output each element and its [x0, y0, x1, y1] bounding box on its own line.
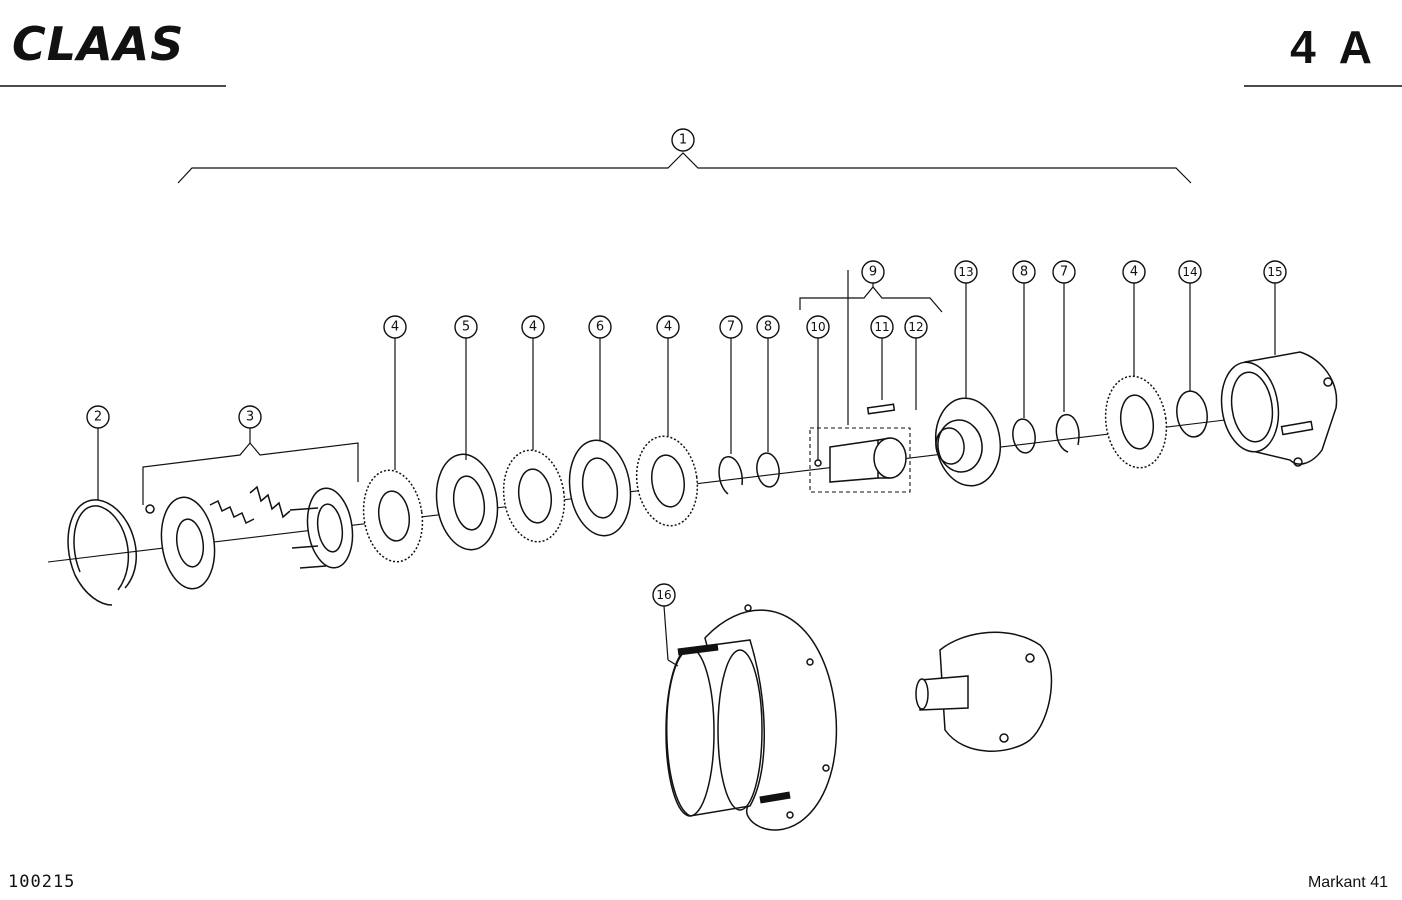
callout-14: 14 [1178, 260, 1202, 284]
svg-text:CLAAS: CLAAS [12, 18, 184, 66]
part-friction-disc-2 [502, 338, 566, 543]
part-ring-2 [1012, 283, 1036, 454]
svg-text:3: 3 [246, 410, 254, 425]
callout-4d: 4 [1122, 260, 1146, 284]
svg-text:15: 15 [1267, 265, 1282, 279]
callout-1: 1 [671, 128, 695, 152]
callout-4b: 4 [521, 315, 545, 339]
part-pressure-plate [435, 338, 499, 551]
svg-text:8: 8 [1020, 265, 1028, 280]
callout-11: 11 [870, 315, 894, 339]
svg-text:16: 16 [656, 588, 671, 602]
part-protective-shield [663, 604, 838, 831]
svg-text:10: 10 [810, 320, 825, 334]
assembly-axis [47, 419, 1226, 563]
part-friction-disc-4 [1104, 283, 1168, 469]
callout-16: 16 [652, 583, 676, 607]
part-friction-disc-3 [635, 338, 699, 527]
part-seal-ring [1176, 283, 1208, 438]
callout-7b: 7 [1052, 260, 1076, 284]
callout-15: 15 [1263, 260, 1287, 284]
part-clutch-housing [1220, 283, 1338, 467]
svg-text:12: 12 [908, 320, 923, 334]
callout-13: 13 [954, 260, 978, 284]
svg-text:2: 2 [94, 410, 102, 425]
svg-text:11: 11 [874, 320, 889, 334]
claas-logo: CLAAS [12, 18, 184, 66]
callout-4c: 4 [656, 315, 680, 339]
svg-text:13: 13 [958, 265, 973, 279]
assembled-clutch-unit [915, 631, 1053, 752]
svg-text:6: 6 [596, 320, 604, 335]
part-flange-hub [934, 283, 1002, 487]
group-bracket-1 [177, 152, 1192, 184]
svg-text:8: 8 [764, 320, 772, 335]
callout-2: 2 [86, 405, 110, 429]
callout-7a: 7 [719, 315, 743, 339]
callout-5: 5 [454, 315, 478, 339]
svg-text:5: 5 [462, 320, 470, 335]
svg-text:7: 7 [727, 320, 735, 335]
svg-text:14: 14 [1182, 265, 1197, 279]
svg-text:9: 9 [869, 265, 877, 280]
part-circlip-1 [718, 338, 743, 495]
callout-6: 6 [588, 315, 612, 339]
callout-9: 9 [861, 260, 885, 284]
part-ring-1 [756, 338, 780, 488]
callout-8a: 8 [756, 315, 780, 339]
svg-text:4: 4 [1130, 265, 1138, 280]
callout-12: 12 [904, 315, 928, 339]
part-hub-group [799, 270, 943, 493]
part-circlip-2 [1055, 283, 1080, 453]
callout-10: 10 [806, 315, 830, 339]
part-intermediate-plate [568, 338, 632, 537]
svg-text:7: 7 [1060, 265, 1068, 280]
document-number: 100215 [8, 872, 76, 892]
part-spring-assembly [142, 428, 359, 590]
callout-3: 3 [238, 405, 262, 429]
svg-text:4: 4 [529, 320, 537, 335]
part-friction-disc-1 [362, 338, 424, 563]
model-name: Markant 41 [1307, 874, 1388, 891]
callout-4a: 4 [383, 315, 407, 339]
callout-8b: 8 [1012, 260, 1036, 284]
svg-text:4: 4 [664, 320, 672, 335]
part-clamp-band [67, 428, 137, 606]
page-number: 4 A [1290, 21, 1378, 73]
svg-text:4: 4 [391, 320, 399, 335]
svg-text:1: 1 [679, 133, 687, 148]
